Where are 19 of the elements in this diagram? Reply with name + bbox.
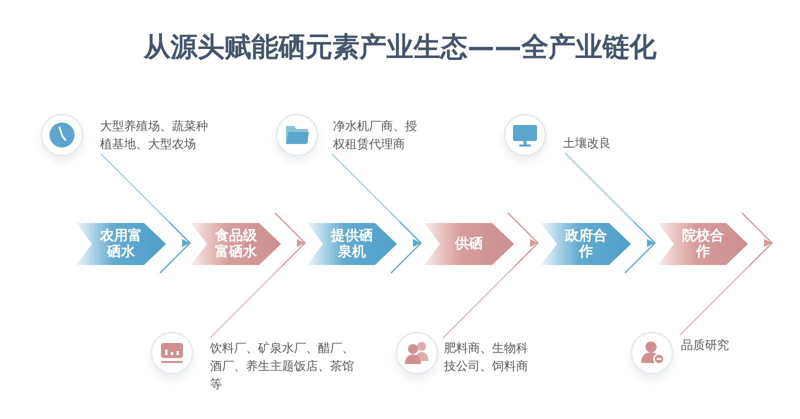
process-step: 提供硒泉机 — [307, 223, 397, 265]
process-step: 食品级富硒水 — [191, 223, 281, 265]
callout-text: 净水机厂商、授权租赁代理商 — [333, 117, 419, 153]
process-step: 政府合作 — [541, 223, 631, 265]
process-step: 农用富硒水 — [76, 223, 166, 265]
callout-text: 饮料厂、矿泉水厂、醋厂、酒厂、养生主题饭店、茶馆等 — [210, 339, 357, 393]
callout-text: 肥料商、生物科技公司、饲料商 — [444, 339, 530, 375]
leader-line — [564, 152, 634, 222]
callout-text: 大型养殖场、蔬菜种植基地、大型农场 — [100, 117, 210, 153]
diagram-title: 从源头赋能硒元素产业生态——全产业链化 — [144, 31, 656, 65]
callout-text: 土壤改良 — [563, 134, 611, 152]
leader-line — [680, 266, 750, 336]
leader-line — [100, 154, 170, 222]
leader-line — [442, 266, 516, 338]
process-step: 院校合作 — [658, 223, 748, 265]
callout-text: 品质研究 — [681, 336, 729, 354]
leader-line — [332, 154, 400, 222]
leader-line — [210, 266, 282, 338]
process-step: 供硒 — [424, 223, 514, 265]
